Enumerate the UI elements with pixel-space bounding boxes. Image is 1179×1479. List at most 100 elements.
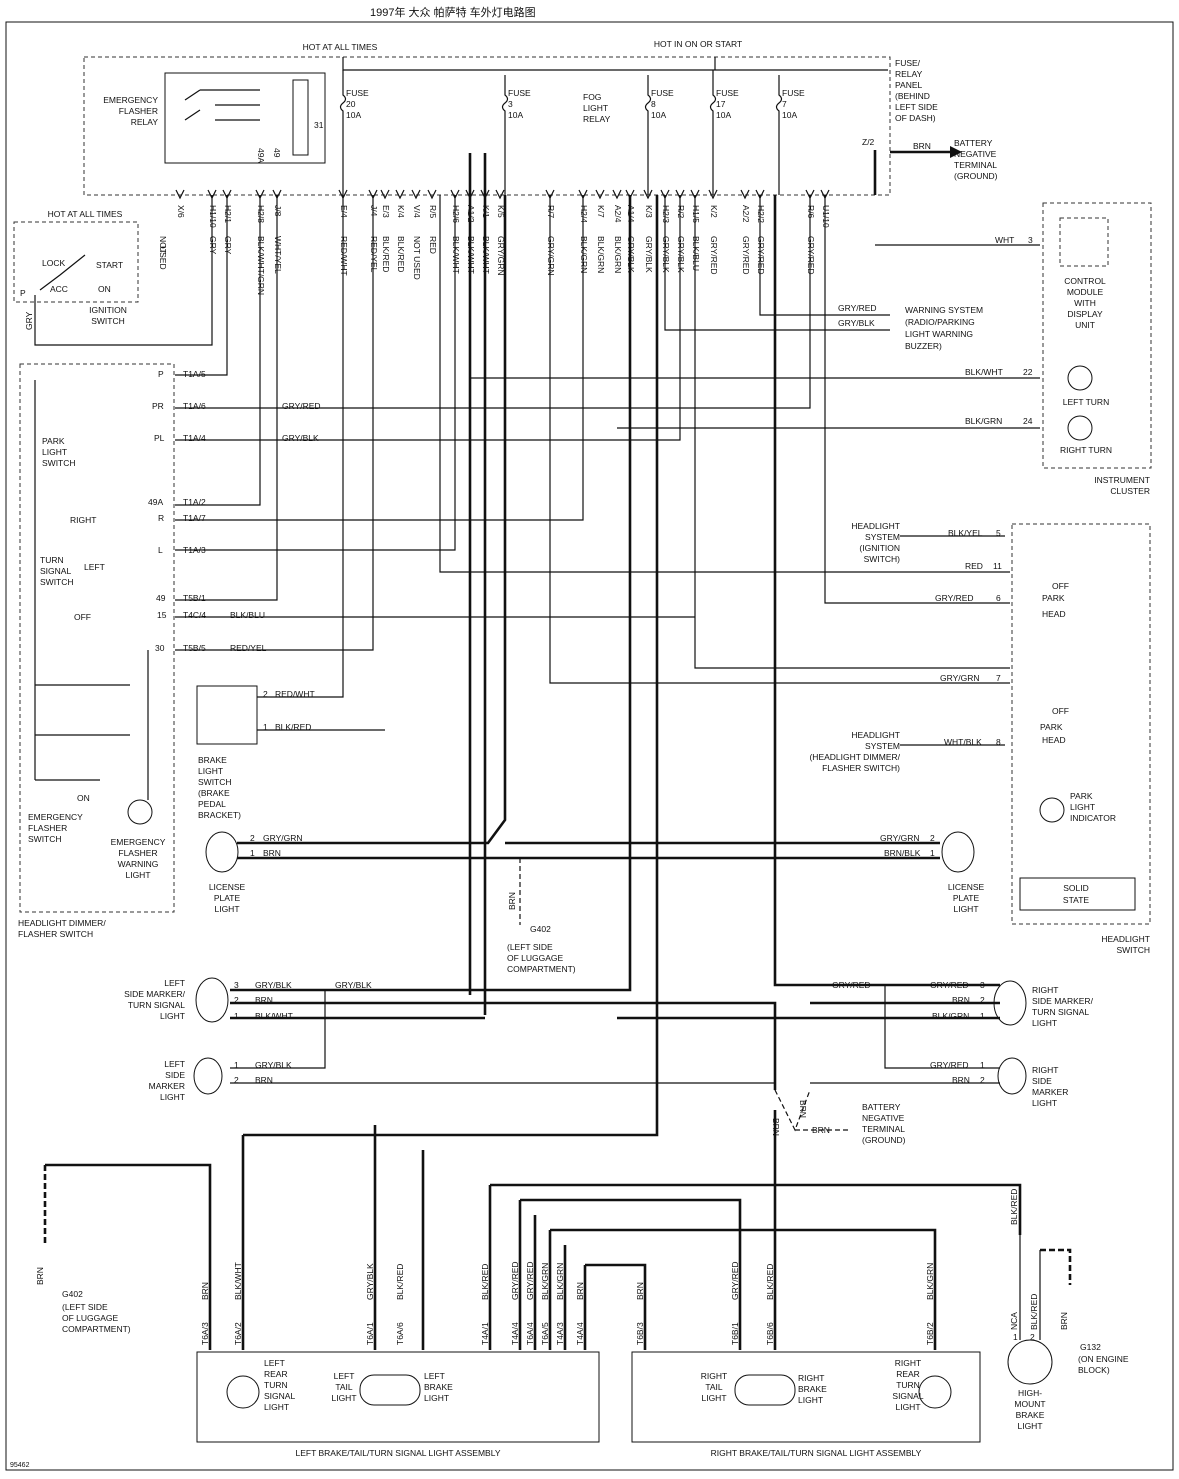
marker-battery-ground-label: TERMINAL bbox=[862, 1124, 905, 1134]
t5b5-pin: T5B/5 bbox=[183, 643, 206, 653]
right-rear-turn-label: RIGHT bbox=[895, 1358, 921, 1368]
fuse-amp: 10A bbox=[346, 110, 361, 120]
flasher-on: ON bbox=[77, 793, 90, 803]
high-mount-brake-lamp bbox=[1007, 1339, 1053, 1385]
connector-pin-label: A1/2 bbox=[466, 205, 476, 223]
right-assembly-label: RIGHT BRAKE/TAIL/TURN SIGNAL LIGHT ASSEM… bbox=[711, 1448, 922, 1458]
t5b5-red-yel-wire bbox=[175, 195, 374, 651]
fuse-label: FUSE bbox=[346, 88, 369, 98]
lic-g402-location: OF LUGGAGE bbox=[507, 953, 564, 963]
lic-right-gry-grn: GRY/GRN bbox=[880, 833, 920, 843]
panel-connector-pins bbox=[175, 189, 830, 200]
ignition-acc: ACC bbox=[50, 284, 68, 294]
fuse-number: 17 bbox=[716, 99, 726, 109]
left-tail-label: LIGHT bbox=[331, 1393, 356, 1403]
brake-blk-red-label: BLK/RED bbox=[275, 722, 311, 732]
lic-left-pin-1: 1 bbox=[250, 848, 255, 858]
connector-pin-label: A2/4 bbox=[613, 205, 623, 223]
headlight-dimmer-flasher-switch-label: HEADLIGHT DIMMER/ bbox=[18, 918, 106, 928]
right-license-lamp bbox=[941, 831, 975, 873]
r-brn: BRN bbox=[952, 1075, 970, 1085]
connector-pin-label: H2/6 bbox=[451, 205, 461, 223]
left-rear-turn-label: LIGHT bbox=[264, 1402, 289, 1412]
park-light-indicator-label: PARK bbox=[1070, 791, 1093, 801]
fuse-relay-panel-box bbox=[83, 56, 891, 196]
ignition-switch-label: SWITCH bbox=[91, 316, 125, 326]
fuse-panel-label: (BEHIND bbox=[895, 91, 930, 101]
left-brake-label: LIGHT bbox=[424, 1393, 449, 1403]
fog-light-relay-label: LIGHT bbox=[583, 103, 608, 113]
battery-negative-terminal-label: (GROUND) bbox=[954, 171, 998, 181]
l-pin-2: 2 bbox=[234, 1075, 239, 1085]
relay-pin-31: 31 bbox=[314, 120, 324, 130]
high-mount-blk-red-wire bbox=[490, 1183, 1022, 1235]
emergency-flasher-relay-label: FLASHER bbox=[119, 106, 158, 116]
ignition-switch-arm bbox=[39, 254, 86, 291]
warning-system-label: LIGHT WARNING bbox=[905, 329, 973, 339]
control-module-label: DISPLAY bbox=[1067, 309, 1103, 319]
rear-right-wire-color: BLK/GRN bbox=[925, 1263, 935, 1300]
control-module-box bbox=[1059, 217, 1109, 267]
dimmer-pin-15: 15 bbox=[157, 610, 167, 620]
fuse-symbols bbox=[339, 70, 783, 195]
connector-pin-label: U1/10 bbox=[821, 205, 831, 228]
connector-pin-label: H2/1 bbox=[223, 205, 233, 223]
lt-brn-wire bbox=[230, 1001, 777, 1090]
rear-left-wire-color: BLK/RED bbox=[395, 1264, 405, 1300]
rear-left-pin: T6A/1 bbox=[365, 1322, 375, 1345]
left-rear-turn-lamp bbox=[226, 1375, 260, 1409]
connector-pin-label: K/4 bbox=[396, 205, 406, 218]
left-side-marker-label: LEFT bbox=[164, 1059, 185, 1069]
lic-g402-location: COMPARTMENT) bbox=[507, 964, 576, 974]
headlight-system-ignition-label: HEADLIGHT bbox=[851, 521, 900, 531]
dimmer-pr: PR bbox=[152, 401, 164, 411]
fuse-number: 3 bbox=[508, 99, 513, 109]
right-turn-indicator-lamp bbox=[1067, 415, 1093, 441]
right-tail-label: RIGHT bbox=[701, 1371, 727, 1381]
fog-light-relay-label: RELAY bbox=[583, 114, 611, 124]
left-assembly-label: LEFT BRAKE/TAIL/TURN SIGNAL LIGHT ASSEMB… bbox=[295, 1448, 500, 1458]
brake-red-wht-label: RED/WHT bbox=[275, 689, 315, 699]
right-side-marker-label: SIDE bbox=[1032, 1076, 1052, 1086]
connector-pin-label: X/6 bbox=[176, 205, 186, 218]
relay-pin-49a: 49A bbox=[256, 148, 266, 163]
right-side-marker-turn-lamp bbox=[993, 980, 1027, 1026]
relay-contacts bbox=[184, 89, 260, 121]
connector-wire-color: GRY/BLK bbox=[676, 236, 686, 273]
t1a4-wire-color: GRY/BLK bbox=[282, 433, 319, 443]
connector-pin-label: R/6 bbox=[806, 205, 816, 219]
left-license-plate-label: LIGHT bbox=[214, 904, 239, 914]
connector-wire-color: BLK/WHT bbox=[466, 236, 476, 274]
left-side-marker-turn-label: SIDE MARKER/ bbox=[124, 989, 186, 999]
right-side-marker-turn-label: TURN SIGNAL bbox=[1032, 1007, 1089, 1017]
connector-pin-label: A1/4 bbox=[626, 205, 636, 223]
right-tail-label: TAIL bbox=[705, 1382, 723, 1392]
hl-off: OFF bbox=[1052, 581, 1069, 591]
rt-blk-grn: BLK/GRN bbox=[932, 1011, 969, 1021]
flasher-relay-box bbox=[164, 72, 326, 164]
connector-wire-color: GRY/GRN bbox=[496, 236, 506, 276]
ignition-switch-label: IGNITION bbox=[89, 305, 127, 315]
headlight-system-dimmer-label: (HEADLIGHT DIMMER/ bbox=[809, 752, 900, 762]
connector-pin-label: R/5 bbox=[428, 205, 438, 219]
control-module-label: WITH bbox=[1074, 298, 1096, 308]
t4c4-pin: T4C/4 bbox=[183, 610, 206, 620]
rear-multi-drops bbox=[518, 1200, 587, 1350]
right-side-marker-turn-label: LIGHT bbox=[1032, 1018, 1057, 1028]
lic-left-brn: BRN bbox=[263, 848, 281, 858]
right-tail-brake-lamp bbox=[734, 1374, 796, 1406]
right-rear-turn-label: REAR bbox=[896, 1369, 920, 1379]
high-mount-brake-label: BRAKE bbox=[1016, 1410, 1045, 1420]
marker-battery-ground-label: BATTERY bbox=[862, 1102, 901, 1112]
connector-wire-color: RED/YEL bbox=[369, 236, 379, 273]
rear-left-wire-color: BRN bbox=[200, 1282, 210, 1300]
left-turn-indicator-lamp bbox=[1067, 365, 1093, 391]
connector-pin-label: E/3 bbox=[381, 205, 391, 218]
brake-pin-2: 2 bbox=[263, 689, 268, 699]
connector-pin-label: H1/10 bbox=[208, 205, 218, 228]
hl-gry-grn-wire bbox=[549, 195, 1010, 684]
ignition-lock: LOCK bbox=[42, 258, 65, 268]
cluster-pin-22: 22 bbox=[1023, 367, 1033, 377]
fuse-amp: 10A bbox=[508, 110, 523, 120]
dimmer-off: OFF bbox=[74, 612, 91, 622]
